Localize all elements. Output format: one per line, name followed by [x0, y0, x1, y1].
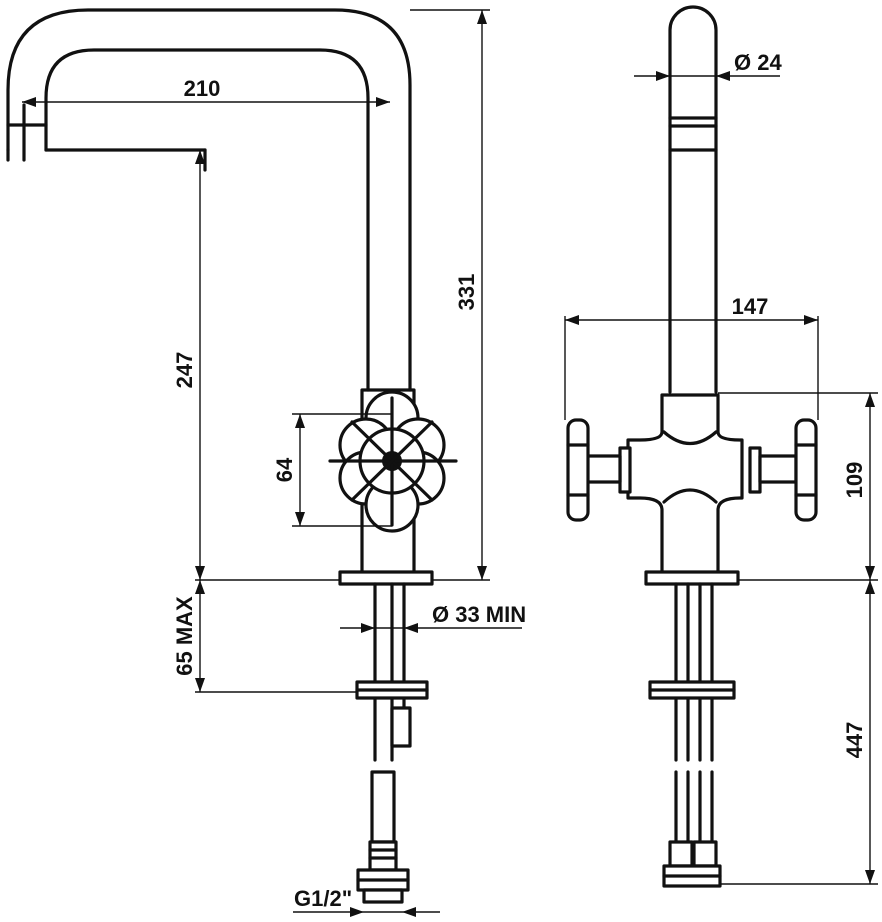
dim-hole-diameter: Ø 33 MIN	[432, 602, 526, 627]
dim-handle-height: 64	[272, 457, 297, 482]
front-spout-outline	[668, 5, 718, 394]
base-flange	[338, 570, 434, 586]
flower-handle	[328, 390, 458, 533]
dim-spout-diameter: Ø 24	[734, 50, 782, 75]
front-fittings	[662, 840, 722, 888]
dimension-labels: 210 331 247 64 65 MAX Ø 33 MIN G1/2" Ø 2…	[172, 50, 867, 911]
dim-handles-width: 147	[732, 294, 769, 319]
front-view	[566, 5, 818, 888]
dim-total-height: 331	[454, 274, 479, 311]
dim-spout-height: 247	[172, 352, 197, 389]
dim-spout-reach: 210	[184, 76, 221, 101]
spout-outer-outline	[6, 8, 412, 392]
connector	[390, 706, 412, 748]
front-body	[626, 393, 744, 577]
spout-inner-outline	[44, 48, 370, 392]
front-handles	[566, 418, 818, 522]
flexible-hose	[370, 770, 396, 844]
dim-hose-length: 447	[842, 722, 867, 759]
dim-connection-thread: G1/2"	[294, 886, 352, 911]
dim-body-height: 109	[842, 462, 867, 499]
front-base-flange	[644, 570, 740, 586]
spout-outlet	[6, 103, 48, 162]
dim-max-deck: 65 MAX	[172, 596, 197, 676]
front-shanks	[648, 582, 736, 844]
hose-fitting	[356, 840, 410, 904]
side-view	[6, 8, 458, 904]
dimension-lines	[22, 9, 878, 917]
